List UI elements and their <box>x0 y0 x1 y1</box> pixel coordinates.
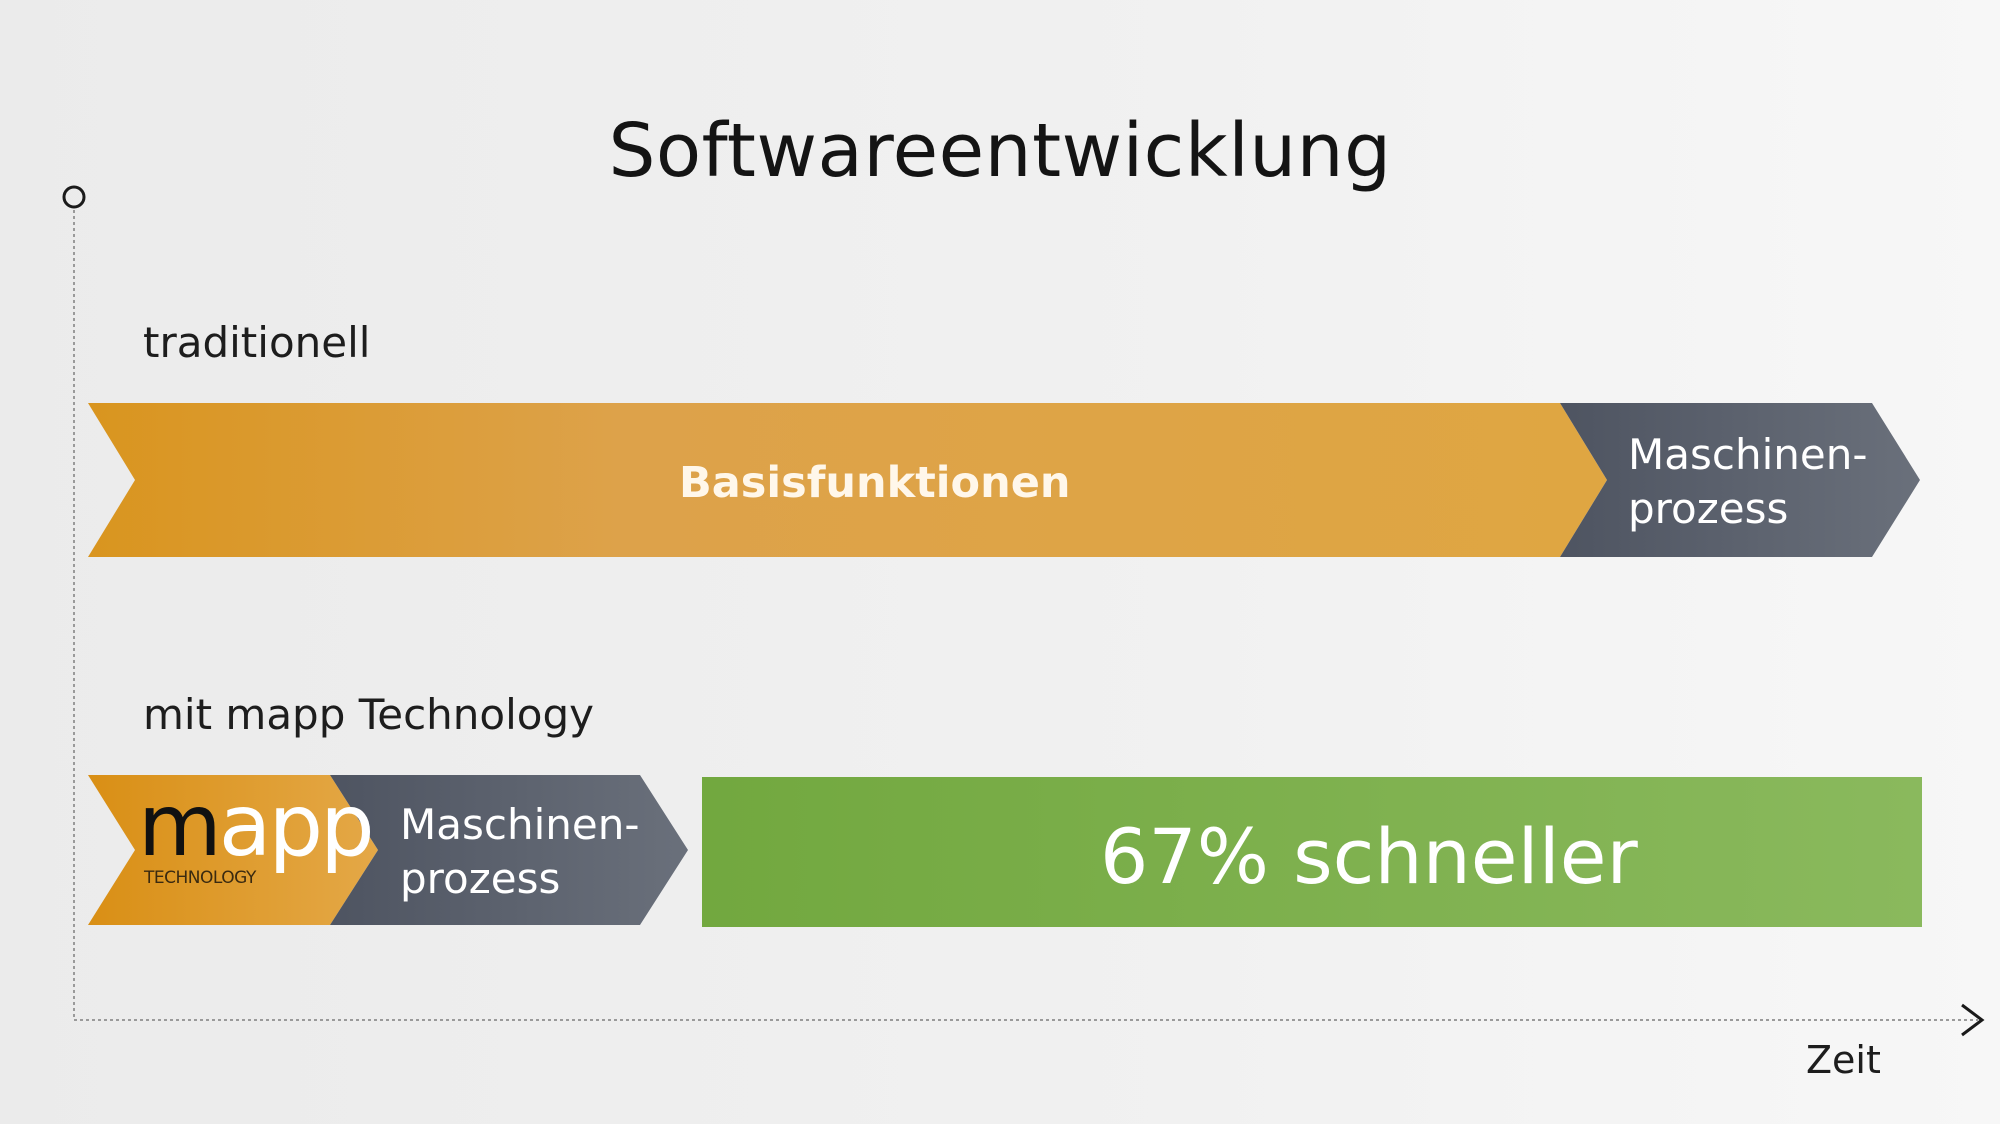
maschinenprozess-label-line2: prozess <box>400 854 561 903</box>
maschinenprozess-label-line1: Maschinen- <box>1628 430 1868 479</box>
maschinenprozess-label-traditional: Maschinen- prozess <box>1628 428 1867 536</box>
x-axis-arrow-icon <box>1961 1003 1985 1037</box>
maschinenprozess-label-line2: prozess <box>1628 484 1789 533</box>
mapp-logo-app: app <box>218 776 375 876</box>
basisfunktionen-label: Basisfunktionen <box>679 458 1071 508</box>
maschinenprozess-label-mapp: Maschinen- prozess <box>400 798 639 906</box>
y-axis-origin-icon <box>62 185 86 209</box>
schneller-label: 67% schneller <box>1100 812 1638 901</box>
mapp-logo-subtitle: TECHNOLOGY <box>144 868 256 888</box>
x-axis-label: Zeit <box>1806 1038 1881 1082</box>
row-label-traditionell: traditionell <box>143 318 371 367</box>
schneller-band <box>702 777 1922 927</box>
basisfunktionen-band <box>88 403 1607 557</box>
row-label-mapp: mit mapp Technology <box>143 690 594 739</box>
mapp-logo-m: m <box>138 776 222 876</box>
mapp-technology-logo: mapp TECHNOLOGY <box>138 776 375 896</box>
maschinenprozess-band-traditional <box>1560 403 1920 557</box>
maschinenprozess-band-mapp <box>330 775 688 925</box>
mapp-logo-band <box>88 775 378 925</box>
diagram-title: Softwareentwicklung <box>608 108 1392 194</box>
mapp-logo-word: mapp <box>138 776 375 876</box>
maschinenprozess-label-line1: Maschinen- <box>400 800 640 849</box>
